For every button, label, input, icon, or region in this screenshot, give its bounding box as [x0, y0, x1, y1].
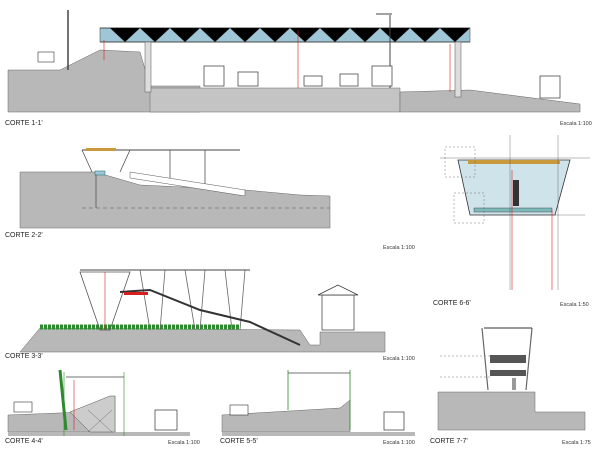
section-3-drawing	[19, 269, 386, 353]
section-4-title: CORTE 4-4'	[5, 438, 43, 445]
section-2-drawing	[19, 148, 331, 229]
section-7-scale: Escala 1:75	[562, 440, 591, 446]
section-4-drawing	[7, 369, 190, 436]
section-5-drawing	[221, 370, 415, 436]
section-6-scale: Escala 1:50	[560, 302, 589, 308]
section-3-title: CORTE 3-3'	[5, 353, 43, 360]
section-5-title: CORTE 5-5'	[220, 438, 258, 445]
section-1-title: CORTE 1-1'	[5, 120, 43, 127]
section-6-drawing	[440, 135, 590, 290]
section-7-title: CORTE 7-7'	[430, 438, 468, 445]
section-3-scale: Escala 1:100	[383, 356, 415, 362]
section-2-title: CORTE 2-2'	[5, 232, 43, 239]
section-5-scale: Escala 1:100	[383, 440, 415, 446]
section-2-scale: Escala 1:100	[383, 245, 415, 251]
section-4-scale: Escala 1:100	[168, 440, 200, 446]
section-1-drawing	[7, 10, 581, 113]
section-7-drawing	[437, 327, 586, 431]
section-1-scale: Escala 1:100	[560, 121, 592, 127]
section-6-title: CORTE 6-6'	[433, 300, 471, 307]
